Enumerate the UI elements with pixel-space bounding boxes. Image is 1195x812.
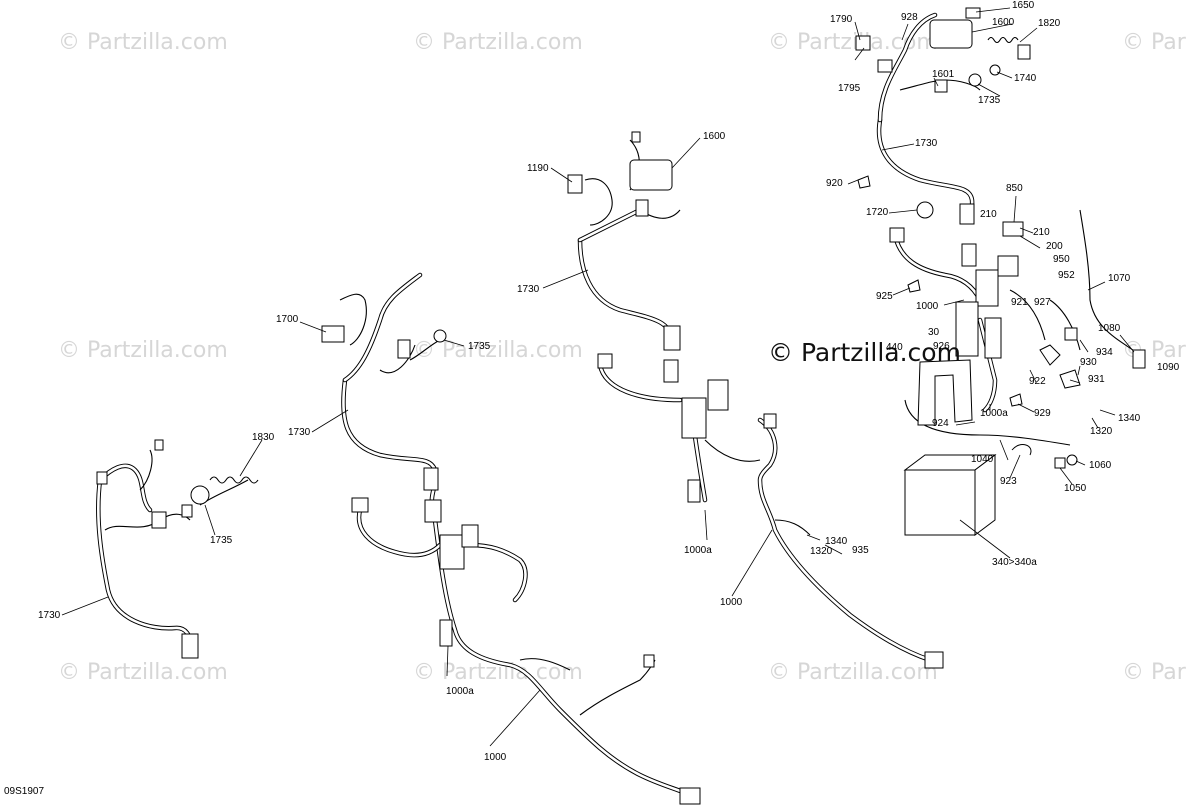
- callout-label: 1340: [1118, 413, 1141, 424]
- callout-label: 850: [1006, 183, 1023, 194]
- callout-label: 1650: [1012, 0, 1035, 11]
- callout-label: 1000: [916, 301, 939, 312]
- callout-label: 931: [1088, 374, 1105, 385]
- callout-label: 1190: [527, 163, 549, 174]
- harness-group-center-left: [299, 272, 701, 805]
- callout-label: 1000: [484, 752, 507, 763]
- callout-label: 1050: [1064, 483, 1087, 494]
- callout-label: 1740: [1014, 73, 1037, 84]
- watermark: © Partzilla.com: [58, 338, 228, 363]
- callout-label: 1000: [720, 597, 743, 608]
- callout-label: 1000a: [684, 545, 712, 556]
- callout-label: 440: [886, 342, 903, 353]
- callout-label: 1000a: [446, 686, 474, 697]
- callout-label: 1600: [703, 131, 726, 142]
- diagram-code: 09S1907: [4, 786, 45, 797]
- callout-label: 1720: [866, 207, 889, 218]
- callout-label: 340>340a: [992, 557, 1037, 568]
- callout-label: 921: [1011, 297, 1028, 308]
- callout-label: 1340: [825, 536, 848, 547]
- callout-label: 1735: [978, 95, 1001, 106]
- callout-label: 1601: [932, 69, 955, 80]
- callout-label: 927: [1034, 297, 1051, 308]
- watermark: © Partzilla.com: [768, 660, 938, 685]
- callout-label: 1830: [252, 432, 275, 443]
- callout-label: 1060: [1089, 460, 1112, 471]
- callout-label: 1040: [971, 454, 994, 465]
- callout-label: 1730: [517, 284, 540, 295]
- harness-group-right: [847, 7, 1146, 559]
- callout-label: 920: [826, 178, 843, 189]
- watermark-main: © Partzilla.com: [768, 338, 961, 367]
- callout-label: 1320: [1090, 426, 1113, 437]
- watermark: © Partzilla.com: [58, 30, 228, 55]
- callout-label: 1000a: [980, 408, 1008, 419]
- harness-group-center: [542, 131, 944, 669]
- callout-label: 1320: [810, 546, 833, 557]
- callout-label: 934: [1096, 347, 1113, 358]
- watermark: © Par: [1122, 30, 1186, 55]
- callout-label: 1735: [468, 341, 491, 352]
- callout-label: 1700: [276, 314, 299, 325]
- callout-label: 210: [1033, 227, 1050, 238]
- callout-label: 1600: [992, 17, 1015, 28]
- watermark: © Partzilla.com: [413, 30, 583, 55]
- callout-label: 950: [1053, 254, 1070, 265]
- callout-label: 1730: [915, 138, 938, 149]
- callout-label: 1790: [830, 14, 853, 25]
- callout-label: 1080: [1098, 323, 1121, 334]
- watermark: © Par: [1122, 660, 1186, 685]
- callout-label: 952: [1058, 270, 1075, 281]
- harness-group-left: [61, 439, 263, 659]
- callout-label: 929: [1034, 408, 1051, 419]
- callout-label: 210: [980, 209, 997, 220]
- callout-label: 200: [1046, 241, 1063, 252]
- watermark: © Partzilla.com: [58, 660, 228, 685]
- callout-label: 1090: [1157, 362, 1180, 373]
- callout-label: 1730: [38, 610, 61, 621]
- callout-label: 923: [1000, 476, 1017, 487]
- callout-label: 928: [901, 12, 918, 23]
- callout-label: 922: [1029, 376, 1046, 387]
- callout-label: 1070: [1108, 273, 1131, 284]
- callout-label: 1820: [1038, 18, 1061, 29]
- callout-label: 930: [1080, 357, 1097, 368]
- callout-label: 935: [852, 545, 869, 556]
- callout-label: 1730: [288, 427, 311, 438]
- callout-label: 1795: [838, 83, 861, 94]
- callout-label: 925: [876, 291, 893, 302]
- callout-label: 924: [932, 418, 949, 429]
- callout-label: 1735: [210, 535, 233, 546]
- callout-label: 30: [928, 327, 940, 338]
- callout-label: 926: [933, 341, 950, 352]
